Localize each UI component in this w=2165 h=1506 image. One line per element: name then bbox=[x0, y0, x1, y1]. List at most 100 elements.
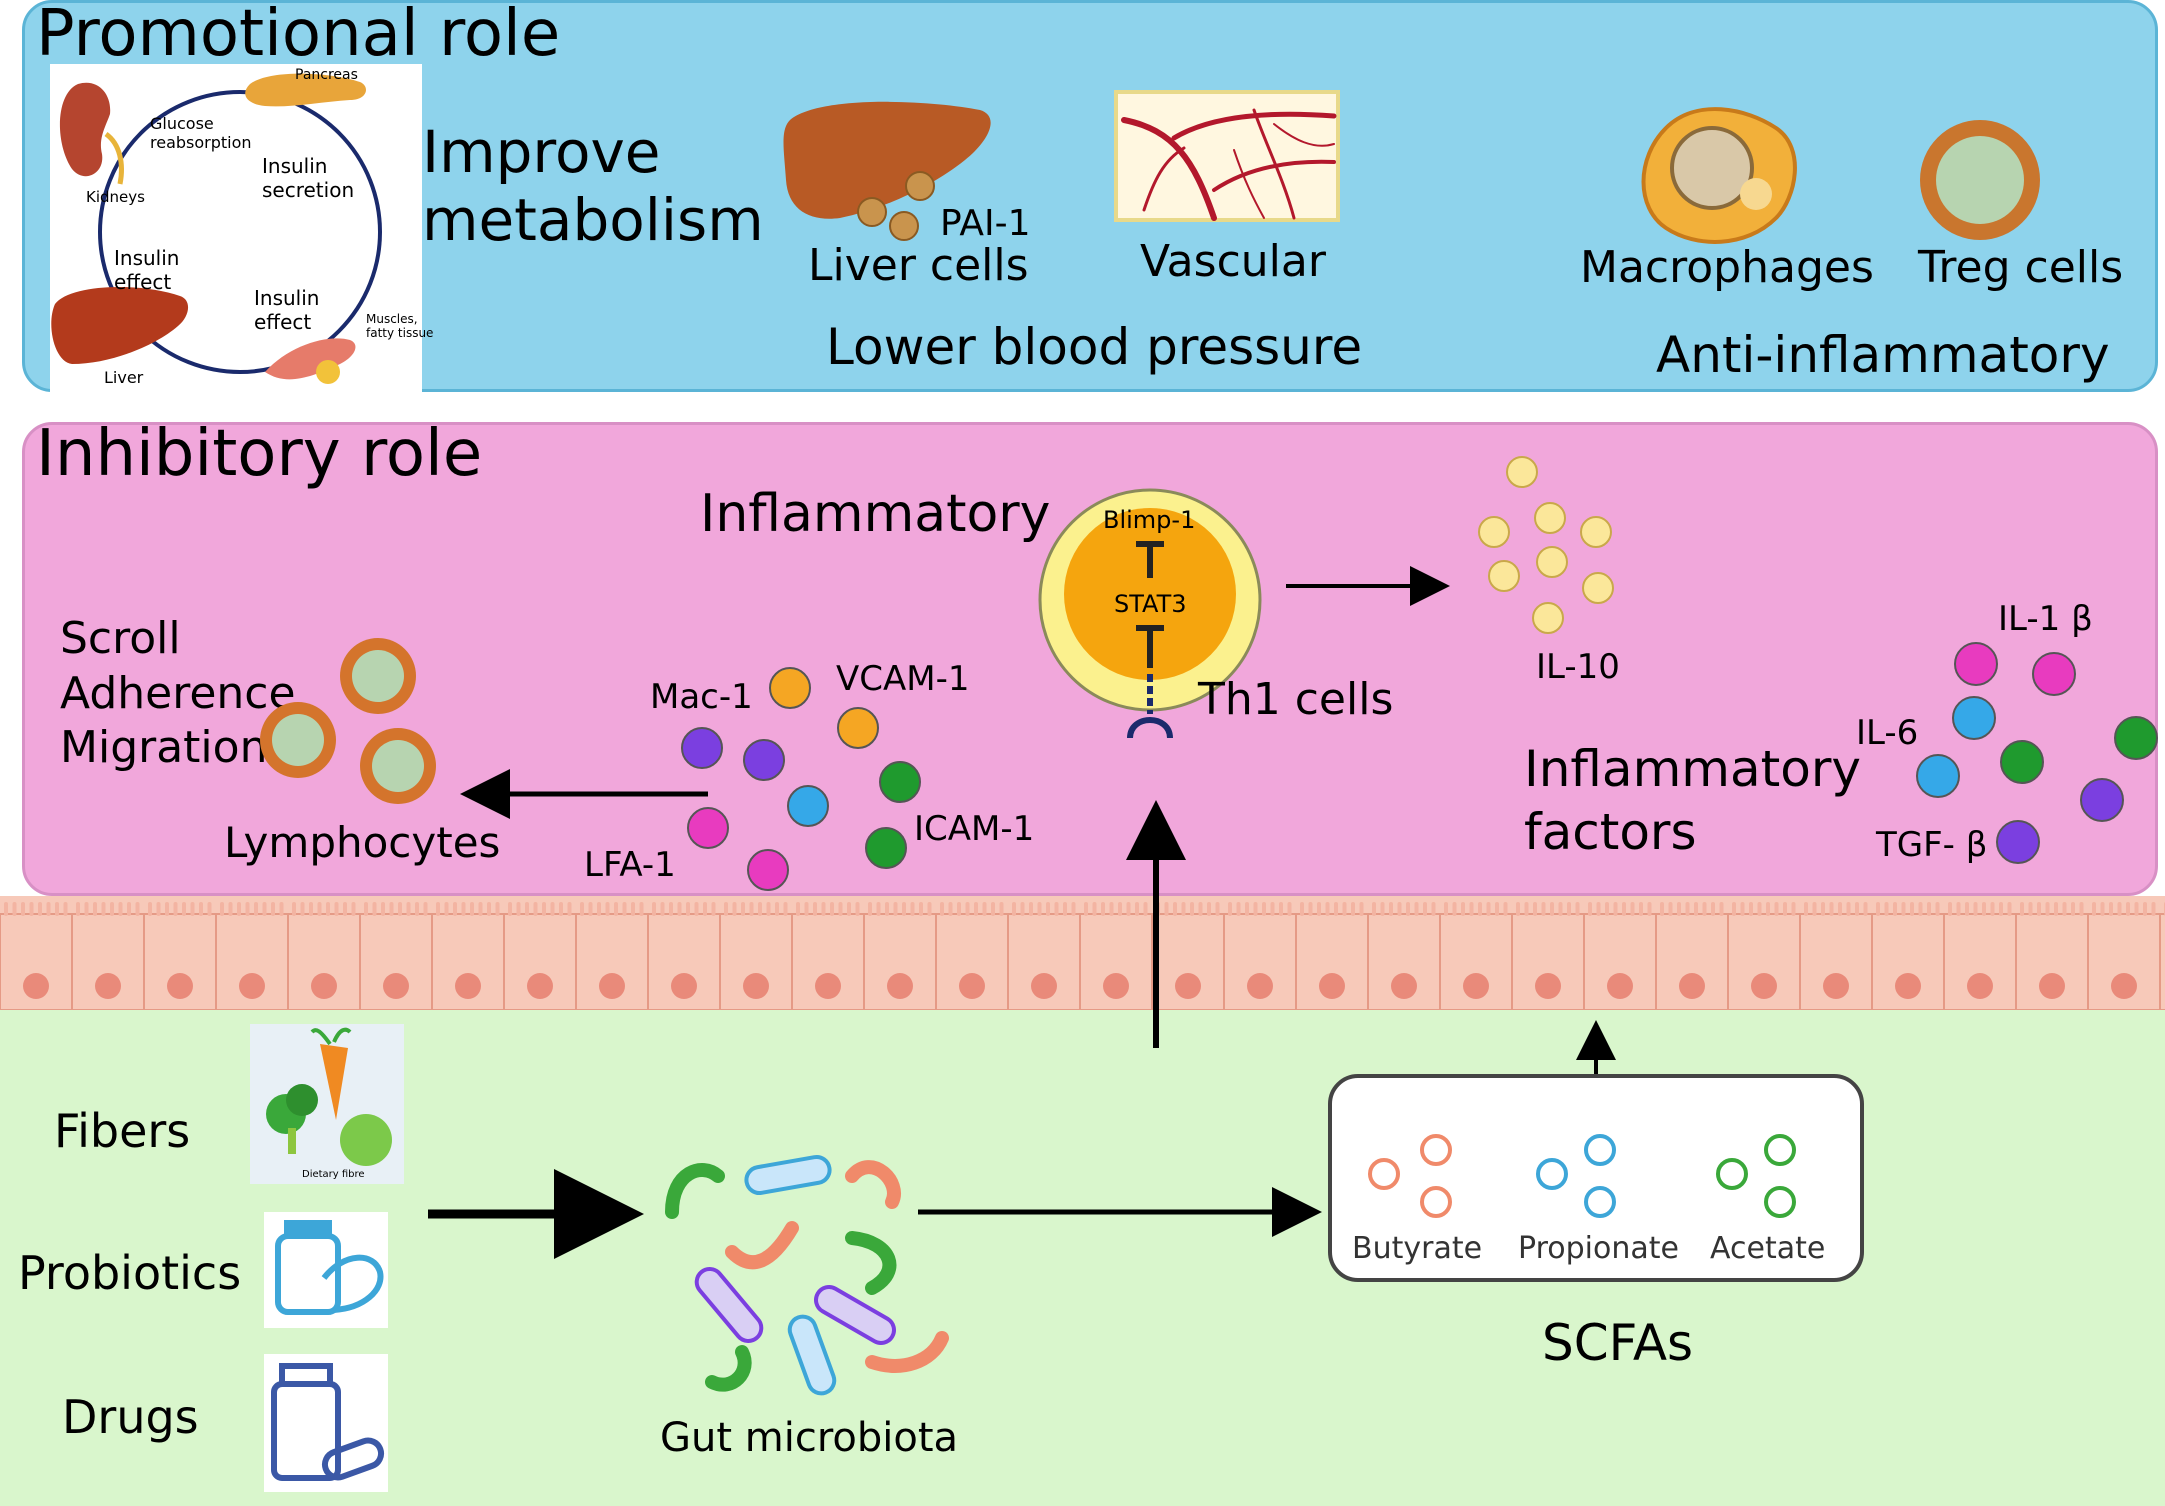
microvillus bbox=[1838, 902, 1842, 916]
drugs-label: Drugs bbox=[62, 1390, 199, 1444]
mac1-particle bbox=[681, 727, 723, 769]
lower-blood-pressure-label: Lower blood pressure bbox=[826, 318, 1363, 376]
microvillus bbox=[1884, 902, 1889, 916]
microvillus bbox=[1118, 902, 1122, 916]
microvillus bbox=[1495, 902, 1499, 916]
microvillus bbox=[1109, 902, 1114, 916]
microvillus bbox=[487, 902, 491, 916]
microvillus bbox=[1774, 902, 1779, 916]
microvillus bbox=[1749, 902, 1753, 916]
pancreas-label: Pancreas bbox=[295, 67, 358, 83]
microvillus bbox=[21, 902, 25, 916]
microvillus bbox=[1630, 902, 1635, 916]
il10-particle bbox=[1534, 502, 1566, 534]
carrot-icon bbox=[320, 1044, 348, 1120]
microvillus bbox=[46, 902, 51, 916]
microvillus bbox=[1660, 902, 1664, 916]
cell-nucleus bbox=[1679, 973, 1705, 999]
mac1-particle bbox=[743, 739, 785, 781]
microvillus bbox=[2028, 902, 2033, 916]
microvillus bbox=[1143, 902, 1148, 916]
vascular-graphic bbox=[1114, 90, 1340, 222]
microvillus bbox=[1207, 902, 1211, 916]
pai1-particle bbox=[905, 171, 935, 201]
microvillus bbox=[12, 902, 17, 916]
microvillus bbox=[1956, 902, 1961, 916]
microvillus bbox=[1389, 902, 1393, 916]
microvillus bbox=[326, 902, 330, 916]
cell-nucleus bbox=[167, 973, 193, 999]
microvillus bbox=[436, 902, 440, 916]
pancreas-icon bbox=[245, 73, 366, 107]
microvillus bbox=[876, 902, 881, 916]
pill-bottle-icon bbox=[271, 1381, 341, 1481]
microvillus bbox=[1622, 902, 1626, 916]
microvillus bbox=[254, 902, 258, 916]
microvillus bbox=[1783, 902, 1787, 916]
arm-icon bbox=[321, 1254, 384, 1313]
epithelial-cell bbox=[935, 913, 1009, 1010]
microvillus bbox=[423, 902, 428, 916]
microvillus bbox=[1351, 902, 1355, 916]
bacteria-icon bbox=[694, 1267, 764, 1343]
propionate-molecule bbox=[1536, 1158, 1568, 1190]
microvillus bbox=[766, 902, 771, 916]
il10-particle bbox=[1582, 572, 1614, 604]
microvillus bbox=[29, 902, 34, 916]
microvillus bbox=[1982, 902, 1986, 916]
fibers-label: Fibers bbox=[54, 1104, 191, 1158]
microvillus bbox=[830, 902, 834, 916]
probiotics-tile bbox=[264, 1212, 388, 1328]
microvillus bbox=[1461, 902, 1465, 916]
scfas-label: SCFAs bbox=[1542, 1314, 1694, 1372]
microvillus bbox=[724, 902, 728, 916]
microvillus bbox=[262, 902, 267, 916]
microvillus bbox=[1406, 902, 1410, 916]
kidney-icon bbox=[59, 82, 111, 177]
microvillus bbox=[508, 902, 512, 916]
microvillus bbox=[1046, 902, 1050, 916]
il10-particle bbox=[1506, 456, 1538, 488]
lfa1-label: LFA-1 bbox=[584, 845, 676, 885]
microvillus bbox=[2045, 902, 2050, 916]
liver-small-label: Liver bbox=[104, 368, 144, 387]
microvillus bbox=[711, 902, 716, 916]
microvillus bbox=[1973, 902, 1978, 916]
th1-cell-graphic bbox=[1038, 488, 1262, 738]
microvillus bbox=[1677, 902, 1681, 916]
microvillus bbox=[372, 902, 377, 916]
cell-nucleus bbox=[1463, 973, 1489, 999]
cell-nucleus bbox=[743, 973, 769, 999]
microvillus bbox=[597, 902, 601, 916]
muscles-label: Muscles, fatty tissue bbox=[366, 312, 434, 341]
lymphocyte-icon bbox=[260, 702, 336, 778]
microvillus bbox=[1685, 902, 1690, 916]
microvillus bbox=[343, 902, 347, 916]
microvillus bbox=[1300, 902, 1304, 916]
microvillus bbox=[148, 902, 152, 916]
microvillus bbox=[1063, 902, 1067, 916]
microvillus bbox=[207, 902, 212, 916]
insulin-effect-right-label: Insulin effect bbox=[254, 286, 320, 334]
microvillus bbox=[478, 902, 483, 916]
bacteria-icon bbox=[845, 1231, 897, 1295]
microvillus bbox=[533, 902, 538, 916]
microvillus bbox=[542, 902, 546, 916]
microvillus bbox=[1524, 902, 1529, 916]
cell-nucleus bbox=[1607, 973, 1633, 999]
dietary-fibre-tile: Dietary fibre bbox=[250, 1024, 404, 1184]
microvillus bbox=[1927, 902, 1931, 916]
fat-icon bbox=[316, 360, 340, 384]
microvillus bbox=[334, 902, 339, 916]
microvillus bbox=[2134, 902, 2139, 916]
microvillus bbox=[855, 902, 860, 916]
acetate-label: Acetate bbox=[1710, 1231, 1826, 1266]
inflammatory-factors-label: Inflammatory factors bbox=[1524, 740, 1861, 861]
butyrate-molecule bbox=[1420, 1186, 1452, 1218]
cell-nucleus bbox=[599, 973, 625, 999]
microvillus bbox=[398, 902, 402, 916]
microvillus bbox=[1863, 902, 1868, 916]
il10-particles bbox=[1478, 456, 1614, 634]
microvillus bbox=[1893, 902, 1897, 916]
